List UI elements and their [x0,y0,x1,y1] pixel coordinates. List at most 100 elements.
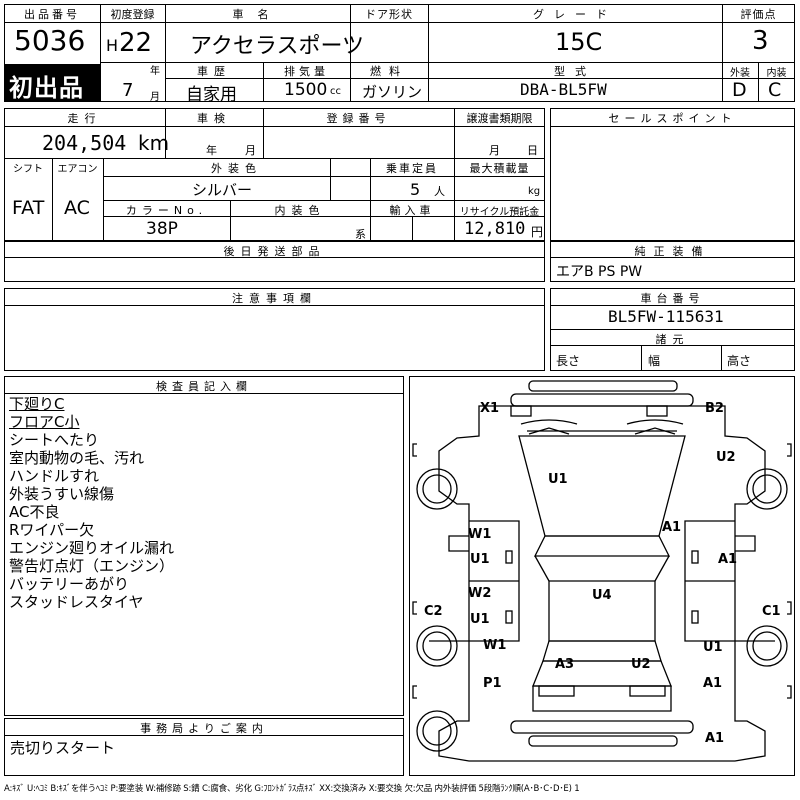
diagram-mark-u1-left-front-door: U1 [470,552,490,567]
inspector-note: エンジン廻りオイル漏れ [9,539,175,557]
shift: FAT [12,197,45,219]
header-block [4,4,795,102]
inspector-notes-label: 検査員記入欄 [156,380,252,393]
interior-color-unit: 系 [355,228,366,241]
inspection-month-unit: 月 [245,144,256,157]
office-notice-label: 事務局よりご案内 [140,722,268,735]
diagram-mark-w2-left-rear-door: W2 [468,586,492,601]
grade-label: グレード [533,8,617,21]
diagram-mark-c2-left: C2 [424,604,443,619]
damage-diagram-box [409,376,795,776]
length-label: 長さ [556,354,581,368]
diagram-mark-a1-bottom: A1 [705,731,725,746]
height-label: 高さ [727,354,752,368]
later-parts-box [4,241,545,282]
diagram-mark-a1-right-front: A1 [662,520,682,535]
reg-month: 7 [122,80,134,101]
recycle-fee: 12,810 [464,219,526,239]
diagram-mark-w1-left-rear: W1 [483,638,507,653]
fuel: ガソリン [362,83,423,101]
inspector-note: スタッドレスタイヤ [9,593,144,611]
diagram-mark-u1-left-rear-door: U1 [470,612,490,627]
reg-year: 22 [119,28,153,58]
grade: 15C [555,28,603,56]
office-notice: 売切りスタート [10,739,116,757]
door-label: ドア形状 [365,8,413,21]
month-unit: 月 [150,92,160,103]
diagram-mark-x1: X1 [480,401,500,416]
chassis-number: BL5FW-115631 [608,307,724,326]
sales-points-box [550,108,795,241]
year-unit: 年 [150,66,160,77]
recycle-unit: 円 [531,225,544,239]
diagram-mark-a3-rear: A3 [555,657,575,672]
diagram-mark-u1-right-rear: U1 [703,640,723,655]
caution-box [4,288,545,371]
exterior-grade-label: 外装 [730,68,750,79]
interior-color-label: 内装色 [274,204,326,217]
interior-grade: C [768,79,782,101]
lot-number-label: 出品番号 [24,8,80,21]
model: DBA-BL5FW [520,80,607,99]
inspection-year-unit: 年 [206,144,217,157]
diagram-mark-b2: B2 [705,401,724,416]
later-parts-label: 後日発送部品 [223,245,326,258]
max-load-unit: kg [528,186,541,197]
capacity-label: 乗車定員 [386,162,438,175]
damage-legend: A:ｷｽﾞ U:ﾍｺﾐ B:ｷｽﾞを伴うﾍｺﾐ P:要塗装 W:補修跡 S:錆 … [4,784,580,794]
inspector-note: フロアC小 [9,413,80,431]
inspector-note: 室内動物の毛、汚れ [9,449,145,467]
mileage-label: 走行 [67,112,102,125]
score-label: 評価点 [740,8,777,21]
inspector-note: Rワイパー欠 [9,521,95,539]
max-load-label: 最大積載量 [469,162,530,175]
mileage: 204,504 [42,131,127,155]
exterior-color: シルバー [192,181,253,199]
inspector-note: 警告灯点灯（エンジン） [9,557,175,575]
first-listing-text: 初出品 [9,74,84,102]
displacement: 1500 [284,80,328,100]
diagram-mark-u1-hood: U1 [548,472,568,487]
office-notice-box [4,718,404,776]
car-name: アクセラスポーツ [190,34,365,59]
era: H [106,36,119,55]
history-label: 車歴 [197,65,231,78]
car-diagram [412,380,792,762]
displacement-unit: cc [330,86,341,97]
fuel-label: 燃料 [370,65,408,78]
ac-label: エアコン [57,164,98,175]
mileage-unit: km [138,131,170,155]
recycle-label: リサイクル預託金 [459,207,540,218]
score: 3 [752,26,769,56]
diagram-mark-a1-right-rear: A1 [703,676,723,691]
genuine-equipment-box [550,241,795,282]
chassis-number-label: 車台番号 [640,292,705,305]
displacement-label: 排気量 [284,65,329,78]
model-label: 型式 [554,65,596,78]
transfer-month-unit: 月 [489,144,500,157]
caution-label: 注意事項欄 [232,292,317,305]
color-number: 38P [146,219,178,239]
inspector-notes-box [4,376,404,716]
history: 自家用 [186,85,237,105]
diagram-mark-u4-roof: U4 [592,588,612,603]
inspector-note: シートへたり [9,431,100,449]
diagram-mark-u2-front-right: U2 [716,450,736,465]
diagram-mark-u2-rear: U2 [631,657,651,672]
diagram-mark-p1-left-rear: P1 [483,676,502,691]
inspection-label: 車検 [197,112,231,125]
inspector-note: バッテリーあがり [9,575,130,593]
ac: AC [64,197,90,219]
diagram-mark-c1-right: C1 [762,604,781,619]
interior-grade-label: 内装 [766,68,787,79]
lot-number: 5036 [14,24,86,57]
car-name-label: 車名 [232,8,283,21]
first-listing-badge [4,64,100,102]
import-label: 輸入車 [389,204,435,217]
inspector-note: 外装うすい線傷 [9,485,115,503]
dimensions-label: 諸元 [655,333,690,346]
sales-points-label: セールスポイント [608,112,737,125]
inspector-note: ハンドルすれ [9,467,100,485]
transfer-docs-label: 譲渡書類期限 [466,112,533,125]
specs-block [4,108,545,241]
